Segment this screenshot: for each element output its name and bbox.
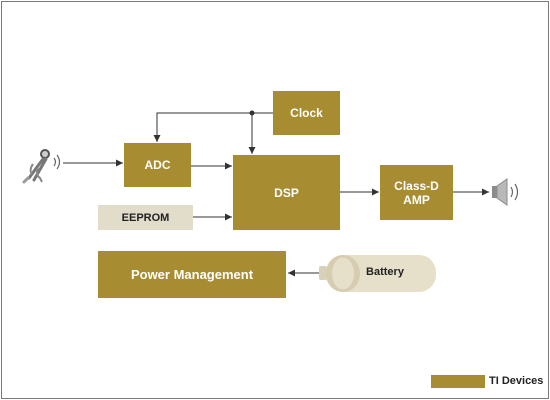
speaker-icon [492,178,519,206]
dsp-label: DSP [274,185,299,200]
power-management-label: Power Management [130,266,254,282]
battery-icon [319,255,436,292]
amp-label-line2: AMP [403,192,430,207]
microphone-icon [22,149,61,184]
eeprom-block: EEPROM [98,205,193,230]
amp-label-line1: Class-D [394,178,439,193]
adc-block: ADC [124,143,191,187]
clock-block: Clock [273,91,340,135]
legend-swatch [431,375,485,388]
power-management-block: Power Management [98,251,286,298]
legend-label: TI Devices [489,375,544,387]
clock-label: Clock [290,106,323,120]
eeprom-label: EEPROM [121,211,170,224]
class-d-amp-block: Class-D AMP [380,165,453,220]
battery-label: Battery [366,266,404,278]
dsp-block: DSP [233,155,340,230]
wire-clock-to-adc [153,112,252,142]
adc-label: ADC [144,158,171,172]
